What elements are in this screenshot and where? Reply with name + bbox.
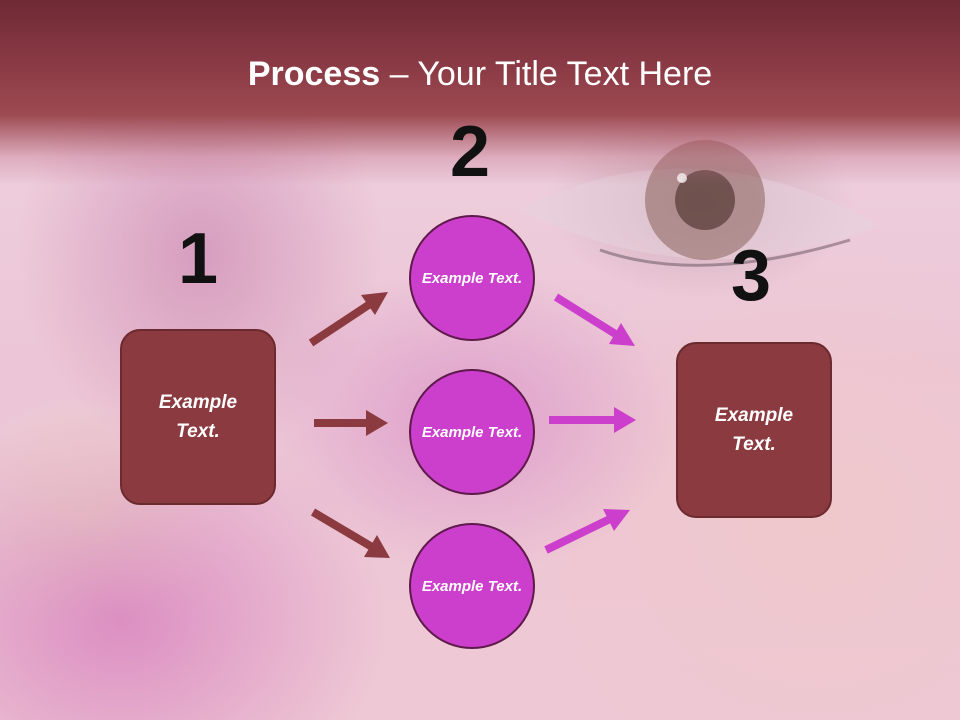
arrow-middle-to-target [549,407,636,433]
title-band [0,0,960,185]
step-number-3: 3 [731,236,772,316]
source-box-text: Example Text. [158,392,238,442]
process-circle-middle-text: Example Text. [421,423,523,441]
process-circle-top: Example Text. [409,215,535,341]
title-bold-text: Process [247,55,381,93]
target-box: Example Text. [676,342,832,518]
step-number-1: 1 [178,219,219,299]
step-number-2: 2 [450,112,491,192]
title-rest-text: – Your Title Text Here [380,55,713,93]
slide-title: Process – Your Title Text Here [0,54,960,94]
arrow-bottom-to-target [544,509,630,554]
source-box: Example Text. [120,329,276,505]
process-circle-bottom: Example Text. [409,523,535,649]
process-circle-bottom-text: Example Text. [421,577,523,595]
arrow-top-to-target [553,293,635,346]
arrow-source-to-middle [314,410,388,436]
process-circle-middle: Example Text. [409,369,535,495]
process-circle-top-text: Example Text. [421,269,523,287]
arrow-source-to-top [308,292,388,347]
target-box-text: Example Text. [714,405,794,455]
arrow-source-to-bottom [310,508,390,558]
